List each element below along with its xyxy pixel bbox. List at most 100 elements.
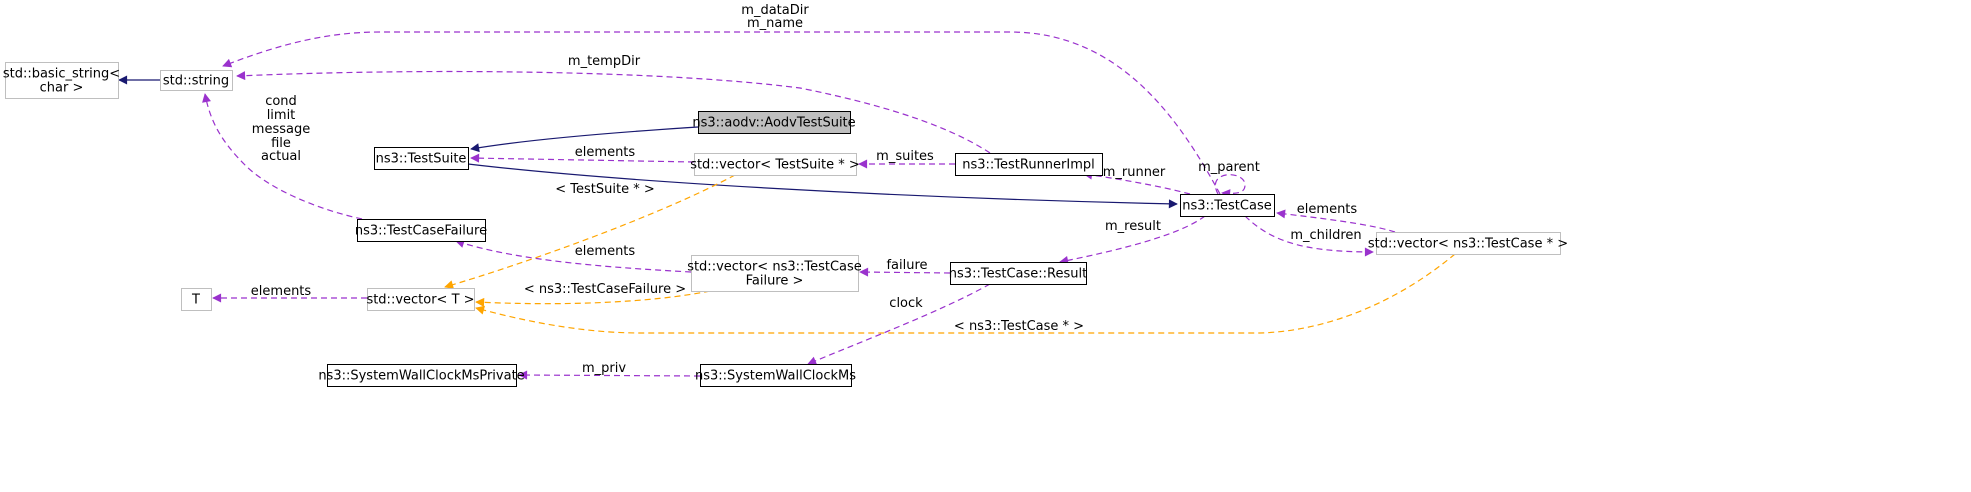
node-box-result[interactable] (950, 262, 1087, 285)
node-label-test_suite: ns3::TestSuite (376, 152, 467, 167)
node-label-test_case: ns3::TestCase (1182, 199, 1271, 214)
edge-testcase-to-runner: m_runner (1083, 165, 1191, 195)
node-label-aodv_suite: ns3::aodv::AodvTestSuite (692, 116, 855, 131)
node-box-vec_case[interactable] (1376, 232, 1561, 255)
node-label-vec_t: std::vector< T > (366, 293, 474, 308)
node-string[interactable]: std::string (160, 70, 233, 91)
node-basic_string[interactable]: std::basic_string<char > (3, 62, 120, 99)
edge-line-vecfailure-to-vect (475, 290, 711, 307)
node-vec_failure[interactable]: std::vector< ns3::TestCaseFailure > (687, 255, 862, 292)
edge-label-testcase-to-result: m_result (1105, 219, 1161, 234)
edge-label-vecsuite-to-testsuite: elements (575, 145, 636, 160)
node-label-vec_case: std::vector< ns3::TestCase * > (1368, 237, 1568, 252)
edge-label-testcase-to-veccase: m_children (1290, 228, 1361, 243)
node-box-test_suite[interactable] (374, 147, 469, 170)
node-box-test_case[interactable] (1180, 194, 1275, 217)
edge-label-result-to-vecfailure: failure (886, 258, 927, 273)
node-test_suite[interactable]: ns3::TestSuite (374, 147, 469, 170)
node-runner[interactable]: ns3::TestRunnerImpl (955, 153, 1103, 176)
node-box-case_failure[interactable] (357, 219, 486, 242)
edge-label-vect-to-t: elements (251, 284, 312, 299)
edge-label-vecsuite-to-vect: < TestSuite * > (555, 182, 654, 197)
node-wall_private[interactable]: ns3::SystemWallClockMsPrivate (318, 364, 525, 387)
edge-line-result-to-vecfailure (859, 267, 951, 277)
edge-aodv-to-testsuite (470, 126, 699, 153)
edge-line-result-to-wall (807, 283, 991, 365)
edge-line-vecsuite-to-vect (444, 174, 736, 290)
edge-label-failure-to-string: actual (261, 149, 301, 164)
edge-label-testcase-self: m_parent (1198, 160, 1260, 175)
node-label-vec_failure: std::vector< ns3::TestCase (687, 260, 862, 275)
edge-label-runner-to-vecsuite: m_suites (876, 149, 934, 164)
node-label-result: ns3::TestCase::Result (949, 267, 1087, 282)
node-t[interactable]: T (181, 288, 212, 311)
edge-line-testcase-to-result (1059, 215, 1206, 265)
edge-line-veccase-to-vect (475, 253, 1456, 334)
edge-result-to-vecfailure: failure (859, 258, 951, 277)
edge-line-testcase-self (1214, 174, 1246, 199)
node-layer: std::basic_string<char > std::stringns3::… (3, 62, 1568, 387)
node-vec_case[interactable]: std::vector< ns3::TestCase * > (1368, 232, 1568, 255)
node-box-runner[interactable] (955, 153, 1103, 176)
node-box-basic_string[interactable] (5, 62, 119, 99)
edge-testcase-to-result: m_result (1059, 215, 1206, 265)
edge-veccase-to-testcase: elements (1276, 202, 1396, 233)
node-label-runner: ns3::TestRunnerImpl (962, 158, 1095, 173)
node-wall[interactable]: ns3::SystemWallClockMs (695, 364, 856, 387)
node-box-vec_failure[interactable] (691, 255, 859, 292)
node-test_case[interactable]: ns3::TestCase (1180, 194, 1275, 217)
node-case_failure[interactable]: ns3::TestCaseFailure (355, 219, 487, 242)
edge-vecsuite-to-vect: < TestSuite * > (444, 174, 736, 290)
edge-label-vecfailure-to-vect: < ns3::TestCaseFailure > (524, 282, 686, 297)
edge-label-failure-to-string: message (252, 122, 310, 137)
edge-line-testsuite-to-testcase (467, 163, 1178, 209)
edge-label-vecfailure-to-casefailure: elements (575, 244, 636, 259)
node-box-string[interactable] (160, 70, 233, 91)
edge-label-wall-to-private: m_priv (582, 361, 626, 376)
node-result[interactable]: ns3::TestCase::Result (949, 262, 1087, 285)
edge-line-vecsuite-to-testsuite (470, 153, 695, 163)
node-label-basic_string: char > (40, 81, 84, 96)
edge-label-veccase-to-testcase: elements (1297, 202, 1358, 217)
node-label-vec_suite: std::vector< TestSuite * > (690, 158, 860, 173)
node-box-wall_private[interactable] (327, 364, 517, 387)
node-box-vec_t[interactable] (367, 288, 475, 311)
edge-vect-to-t: elements (212, 284, 367, 303)
edge-runner-to-vecsuite: m_suites (858, 149, 955, 169)
edge-layer: m_dataDirm_namem_tempDircondlimitmessage… (118, 3, 1456, 380)
node-label-t: T (191, 293, 200, 308)
node-label-basic_string: std::basic_string< (3, 67, 120, 82)
edge-line-testcase-to-runner (1083, 170, 1191, 195)
node-aodv_suite[interactable]: ns3::aodv::AodvTestSuite (692, 111, 856, 134)
edge-veccase-to-vect: < ns3::TestCase * > (475, 253, 1456, 334)
node-vec_suite[interactable]: std::vector< TestSuite * > (690, 153, 860, 176)
edge-vecfailure-to-casefailure: elements (455, 239, 692, 273)
edge-vecsuite-to-testsuite: elements (470, 145, 695, 163)
edge-label-failure-to-string: cond (265, 94, 297, 109)
edge-line-wall-to-private (518, 370, 701, 380)
node-box-wall[interactable] (700, 364, 852, 387)
edge-label-failure-to-string: file (271, 136, 291, 151)
edge-runner-to-string: m_tempDir (236, 54, 991, 154)
node-label-vec_failure: Failure > (746, 274, 804, 289)
edge-line-testcase-to-string (222, 31, 1221, 195)
node-label-case_failure: ns3::TestCaseFailure (355, 224, 487, 239)
edge-line-runner-to-string (236, 70, 991, 154)
node-box-vec_suite[interactable] (694, 153, 857, 176)
node-box-t[interactable] (181, 288, 212, 311)
edge-label-failure-to-string: limit (267, 108, 296, 123)
edge-wall-to-private: m_priv (518, 361, 701, 380)
edge-line-aodv-to-testsuite (470, 126, 699, 153)
edge-testsuite-to-testcase (467, 163, 1178, 209)
edge-label-testcase-to-string: m_dataDir (741, 3, 809, 18)
edge-testcase-to-veccase: m_children (1244, 215, 1374, 257)
edge-line-failure-to-string (202, 93, 363, 220)
edge-line-veccase-to-testcase (1276, 209, 1396, 233)
edge-label-result-to-wall: clock (889, 296, 923, 311)
edge-label-testcase-to-runner: m_runner (1103, 165, 1166, 180)
node-box-aodv_suite[interactable] (698, 111, 851, 134)
node-vec_t[interactable]: std::vector< T > (366, 288, 475, 311)
